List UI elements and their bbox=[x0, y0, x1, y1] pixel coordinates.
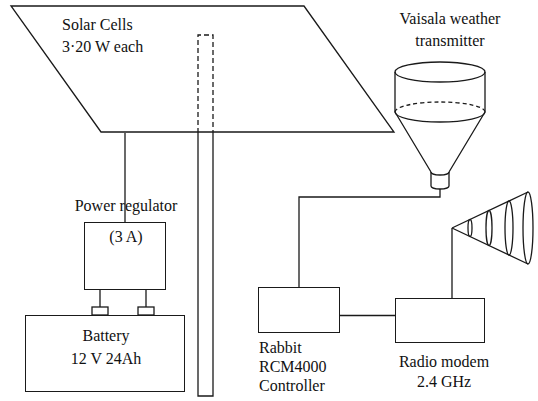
component-name: Solar Cells bbox=[62, 15, 133, 35]
component-spec: 12 V 24Ah bbox=[71, 349, 142, 369]
battery: Battery 12 V 24Ah bbox=[25, 315, 185, 392]
component-name: Radio modem bbox=[399, 352, 489, 372]
component-name: Vaisala weather transmitter bbox=[375, 8, 525, 52]
mast-hidden bbox=[198, 35, 213, 133]
wire bbox=[299, 189, 440, 287]
solar-panel: Solar Cells3·20 W each bbox=[10, 5, 395, 133]
antenna-wire bbox=[451, 228, 452, 298]
component-spec: 3·20 W each bbox=[62, 37, 143, 57]
component-spec: (3 A) bbox=[109, 227, 142, 247]
mast bbox=[198, 133, 213, 396]
controller: Rabbit RCM4000 Controller bbox=[258, 287, 340, 333]
transmitter-outline bbox=[393, 60, 487, 189]
wire bbox=[340, 315, 395, 316]
radio-modem: Radio modem2.4 GHz bbox=[395, 298, 485, 343]
battery-terminal bbox=[92, 307, 108, 315]
antenna-ring bbox=[486, 211, 492, 246]
component-name: Rabbit RCM4000 Controller bbox=[259, 338, 327, 395]
battery-terminal bbox=[138, 307, 154, 315]
power-regulator: Power regulator(3 A) bbox=[84, 222, 166, 290]
antenna-ring bbox=[505, 201, 513, 255]
antenna-ring bbox=[523, 192, 533, 264]
component-name: Battery bbox=[82, 326, 129, 346]
component-name: Power regulator bbox=[75, 196, 178, 216]
weather-transmitter: Vaisala weather transmitter bbox=[393, 60, 487, 189]
component-spec: 2.4 GHz bbox=[417, 372, 471, 392]
antenna-ring bbox=[468, 220, 472, 237]
antenna-horn bbox=[452, 192, 528, 264]
